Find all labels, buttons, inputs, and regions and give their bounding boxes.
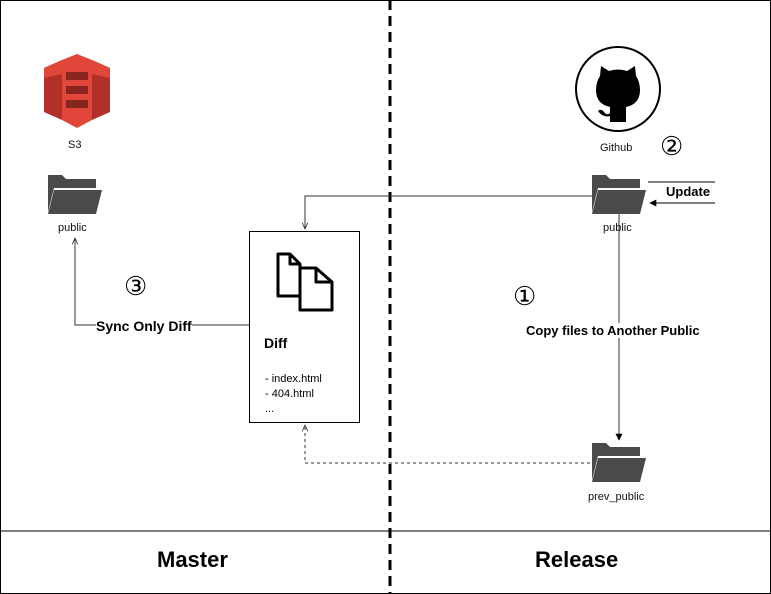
arrow-sync-to-s3 [75, 238, 249, 326]
step1-label: Copy files to Another Public [526, 323, 700, 338]
column-label-master: Master [157, 547, 228, 572]
arrow-prev-to-diff [305, 425, 590, 464]
s3-public-label: public [58, 222, 87, 234]
step2-label: Update [666, 184, 711, 199]
diff-title: Diff [264, 335, 288, 351]
diff-file-item: ... [265, 403, 275, 415]
prev-public-folder-icon [592, 443, 646, 482]
github-public-label: public [603, 222, 632, 234]
diff-file-list: - index.html - 404.html ... [265, 372, 322, 417]
prev-public-label: prev_public [588, 491, 645, 503]
step3-number: ③ [124, 271, 148, 301]
column-label-release: Release [535, 547, 619, 572]
github-icon [575, 46, 661, 132]
diff-box: Diff - index.html - 404.html ... [249, 231, 360, 423]
diff-file-item: - 404.html [265, 388, 314, 400]
github-public-folder-icon [592, 175, 646, 214]
s3-public-folder-icon [48, 175, 102, 214]
step2-number: ② [660, 131, 684, 161]
s3-label: S3 [68, 139, 82, 151]
github-label: Github [600, 142, 633, 154]
arrow-github-to-diff [305, 195, 592, 229]
diff-file-item: - index.html [265, 373, 322, 385]
s3-icon [44, 54, 110, 128]
step3-label: Sync Only Diff [96, 318, 192, 334]
step1-number: ① [513, 281, 537, 311]
